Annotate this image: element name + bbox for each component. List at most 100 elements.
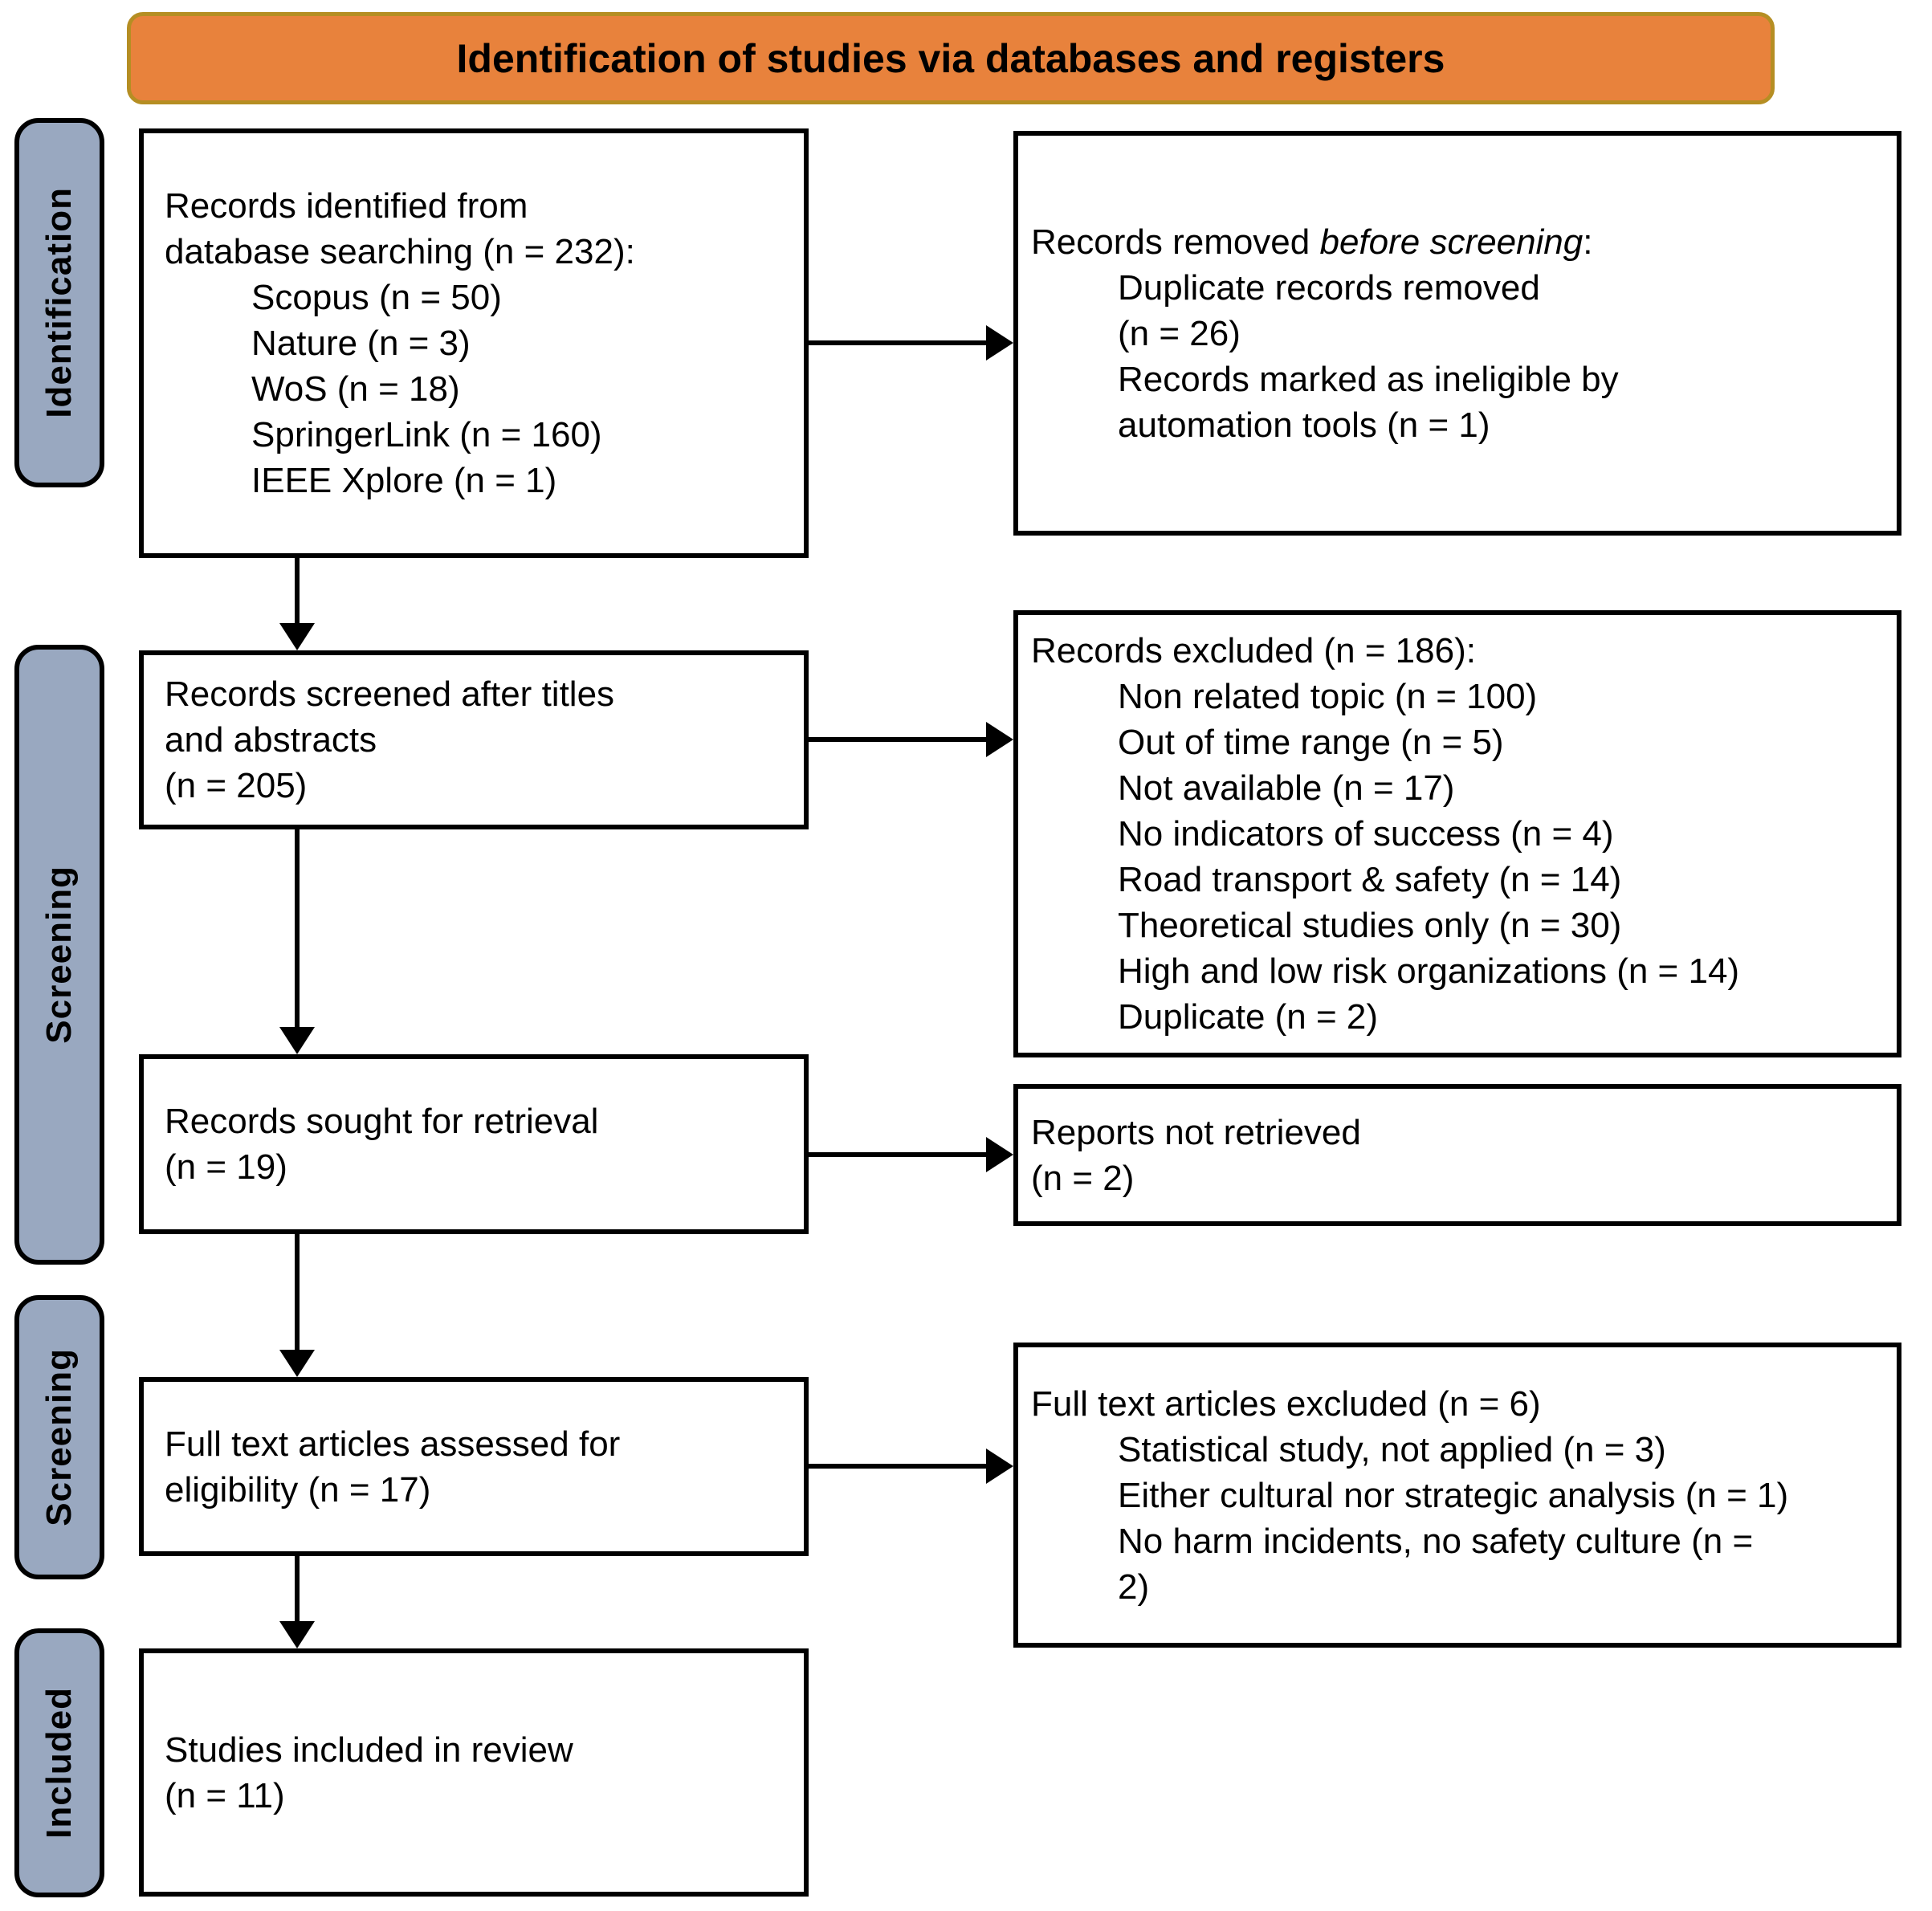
text-segment: Out of time range (n = 5) <box>1118 723 1504 762</box>
text-segment: Records identified from <box>165 186 528 226</box>
text-segment: Duplicate records removed <box>1118 267 1540 308</box>
box-fulltext-assessed: Full text articles assessed for eligibili… <box>139 1377 809 1556</box>
arrow-down-head <box>279 1621 315 1648</box>
text-segment: Theoretical studies only (n = 30) <box>1118 906 1622 945</box>
stage-screening-2-label: Screening <box>39 1348 79 1526</box>
box-text-line: eligibility (n = 17) <box>165 1467 789 1513</box>
text-segment: Records removed <box>1031 222 1320 262</box>
box-text-line: (n = 2) <box>1031 1155 1885 1201</box>
text-segment: automation tools (n = 1) <box>1118 405 1490 445</box>
text-segment: (n = 19) <box>165 1147 287 1187</box>
box-text-line: IEEE Xplore (n = 1) <box>251 458 789 503</box>
box-text-line: WoS (n = 18) <box>251 366 789 412</box>
stage-screening-2: Screening <box>14 1295 104 1579</box>
text-segment: database searching (n = 232): <box>165 232 635 271</box>
arrow-down-head <box>279 1350 315 1377</box>
box-text-line: (n = 26) <box>1118 311 1885 357</box>
stage-identification: Identification <box>14 118 104 487</box>
box-text-line: Scopus (n = 50) <box>251 275 789 320</box>
arrow-right-head <box>986 325 1013 361</box>
box-text-line: and abstracts <box>165 717 789 763</box>
text-segment: (n = 11) <box>165 1775 285 1815</box>
box-text-line: Duplicate (n = 2) <box>1118 994 1885 1040</box>
box-text-line: No harm incidents, no safety culture (n … <box>1118 1518 1885 1564</box>
box-text-line: Either cultural nor strategic analysis (… <box>1118 1473 1885 1518</box>
text-segment: (n = 205) <box>165 766 308 805</box>
text-segment: Road transport & safety (n = 14) <box>1118 860 1622 899</box>
text-segment: Not available (n = 17) <box>1118 768 1455 808</box>
text-segment: Records excluded (n = 186): <box>1031 631 1476 670</box>
box-text-line: Reports not retrieved <box>1031 1110 1885 1155</box>
arrow-shaft <box>809 737 989 742</box>
box-text-line: Records excluded (n = 186): <box>1031 628 1885 674</box>
stage-included-label: Included <box>39 1687 79 1839</box>
box-records-removed: Records removed before screening:Duplica… <box>1013 131 1901 536</box>
box-reports-not-retrieved: Reports not retrieved (n = 2) <box>1013 1084 1901 1226</box>
box-text-line: Records removed before screening: <box>1031 219 1885 265</box>
text-segment: (n = 2) <box>1031 1158 1135 1198</box>
text-segment: SpringerLink (n = 160) <box>251 415 602 454</box>
text-segment: Studies included in review <box>165 1730 573 1770</box>
box-text-line: Road transport & safety (n = 14) <box>1118 857 1885 903</box>
arrow-right-head <box>986 1137 1013 1172</box>
text-segment: Duplicate (n = 2) <box>1118 997 1379 1037</box>
text-segment: Records marked as ineligible by <box>1118 359 1619 399</box>
text-segment: Reports not retrieved <box>1031 1112 1361 1152</box>
text-segment: Non related topic (n = 100) <box>1118 677 1538 716</box>
box-text-line: Full text articles assessed for <box>165 1421 789 1467</box>
stage-included: Included <box>14 1628 104 1897</box>
box-studies-included: Studies included in review (n = 11) <box>139 1648 809 1897</box>
stage-screening-1: Screening <box>14 645 104 1265</box>
box-text-line: Statistical study, not applied (n = 3) <box>1118 1427 1885 1473</box>
text-segment: Full text articles assessed for <box>165 1424 621 1464</box>
box-records-identified: Records identified from database searchin… <box>139 128 809 558</box>
text-segment: Full text articles excluded (n = 6) <box>1031 1383 1541 1424</box>
text-segment: (n = 26) <box>1118 313 1241 353</box>
text-segment: eligibility (n = 17) <box>165 1469 431 1510</box>
box-text-line: Duplicate records removed <box>1118 265 1885 311</box>
text-segment: WoS (n = 18) <box>251 369 460 409</box>
text-segment: IEEE Xplore (n = 1) <box>251 461 557 500</box>
arrow-right-head <box>986 1449 1013 1484</box>
text-segment: No indicators of success (n = 4) <box>1118 814 1614 854</box>
arrow-shaft <box>295 558 300 623</box>
box-text-line: Records screened after titles <box>165 671 789 717</box>
text-segment: High and low risk organizations (n = 14) <box>1118 951 1740 991</box>
text-segment: Scopus (n = 50) <box>251 278 502 317</box>
arrow-down-head <box>279 623 315 650</box>
box-text-line: Records identified from <box>165 183 789 229</box>
box-text-line: SpringerLink (n = 160) <box>251 412 789 458</box>
box-text-line: (n = 205) <box>165 763 789 809</box>
box-text-line: Nature (n = 3) <box>251 320 789 366</box>
box-text-line: Studies included in review <box>165 1727 789 1773</box>
box-text-line: automation tools (n = 1) <box>1118 402 1885 448</box>
arrow-right-head <box>986 722 1013 757</box>
italic-text-segment: before screening <box>1319 222 1584 262</box>
box-text-line: 2) <box>1118 1564 1885 1610</box>
text-segment: : <box>1583 222 1593 262</box>
box-text-line: (n = 19) <box>165 1144 789 1190</box>
arrow-shaft <box>295 1234 300 1350</box>
box-text-line: Records marked as ineligible by <box>1118 357 1885 402</box>
box-text-line: Full text articles excluded (n = 6) <box>1031 1381 1885 1427</box>
box-text-line: database searching (n = 232): <box>165 229 789 275</box>
arrow-shaft <box>295 1556 300 1621</box>
arrow-shaft <box>295 829 300 1027</box>
stage-identification-label: Identification <box>39 187 79 418</box>
text-segment: Statistical study, not applied (n = 3) <box>1118 1429 1666 1469</box>
text-segment: 2) <box>1118 1567 1150 1607</box>
box-text-line: Out of time range (n = 5) <box>1118 719 1885 765</box>
box-text-line: Not available (n = 17) <box>1118 765 1885 811</box>
arrow-shaft <box>809 340 989 345</box>
box-text-line: High and low risk organizations (n = 14) <box>1118 948 1885 994</box>
box-text-line: Non related topic (n = 100) <box>1118 674 1885 719</box>
box-fulltext-excluded: Full text articles excluded (n = 6) Stati… <box>1013 1343 1901 1648</box>
box-text-line: (n = 11) <box>165 1773 789 1819</box>
text-segment: Nature (n = 3) <box>251 324 471 363</box>
banner-title: Identification of studies via databases … <box>127 12 1775 104</box>
arrow-down-head <box>279 1027 315 1054</box>
text-segment: Records sought for retrieval <box>165 1102 599 1141</box>
text-segment: No harm incidents, no safety culture (n … <box>1118 1521 1754 1561</box>
stage-screening-1-label: Screening <box>39 866 79 1044</box>
